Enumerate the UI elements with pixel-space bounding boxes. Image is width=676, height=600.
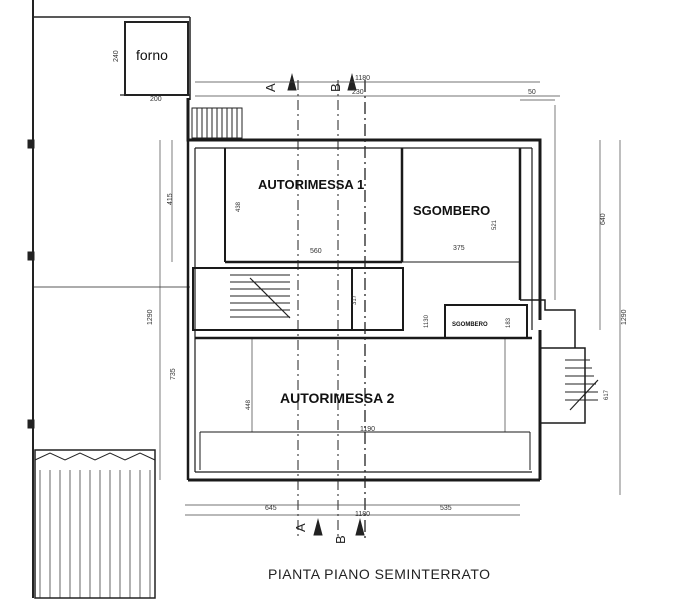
dim-183: 183 — [506, 317, 512, 328]
dimension-lines — [159, 81, 621, 516]
dim-645: 645 — [265, 505, 277, 512]
dim-1290-left: 1290 — [147, 309, 154, 325]
dim-230: 230 — [352, 89, 364, 96]
dim-317: 317 — [352, 294, 358, 305]
section-b-top: B — [328, 83, 343, 92]
plan-title: PIANTA PIANO SEMINTERRATO — [268, 566, 491, 582]
annex-stair — [565, 359, 599, 411]
dim-50: 50 — [528, 89, 536, 96]
room-label-autorimessa-1: AUTORIMESSA 1 — [258, 177, 364, 192]
section-letters: A B A B — [263, 83, 348, 544]
dim-375: 375 — [453, 245, 465, 252]
dimension-texts: 240 200 1180 230 50 415 438 560 521 375 … — [113, 50, 628, 518]
dim-200: 200 — [150, 96, 162, 103]
dim-1180-top: 1180 — [355, 75, 370, 82]
room-label-sgombero-small: SGOMBERO — [452, 322, 488, 328]
dim-1290-right: 1290 — [621, 309, 628, 325]
section-b-bottom: B — [333, 535, 348, 544]
inner-stair — [230, 274, 291, 319]
dim-1190: 1190 — [360, 426, 375, 433]
dim-1180-bottom: 1180 — [355, 511, 370, 518]
dim-617: 617 — [604, 389, 610, 400]
dim-521: 521 — [492, 219, 498, 230]
dim-415: 415 — [167, 193, 174, 205]
dim-535: 535 — [440, 505, 452, 512]
section-a-top: A — [263, 83, 278, 92]
room-label-forno: forno — [136, 47, 168, 63]
section-a-bottom: A — [293, 523, 308, 532]
dim-560: 560 — [310, 248, 322, 255]
forno-room — [120, 21, 190, 96]
dim-448: 448 — [246, 399, 252, 410]
dim-438: 438 — [236, 201, 242, 212]
dim-640: 640 — [600, 213, 607, 225]
dim-1130: 1130 — [424, 314, 430, 328]
entry-stair — [191, 107, 243, 139]
garage-door — [34, 449, 156, 599]
room-label-sgombero: SGOMBERO — [413, 203, 490, 218]
section-lines — [287, 73, 366, 540]
left-courtyard — [27, 0, 191, 598]
dim-735: 735 — [170, 368, 177, 380]
dim-240: 240 — [113, 50, 120, 62]
room-label-autorimessa-2: AUTORIMESSA 2 — [280, 390, 395, 406]
room-labels: forno AUTORIMESSA 1 SGOMBERO SGOMBERO AU… — [136, 47, 490, 406]
